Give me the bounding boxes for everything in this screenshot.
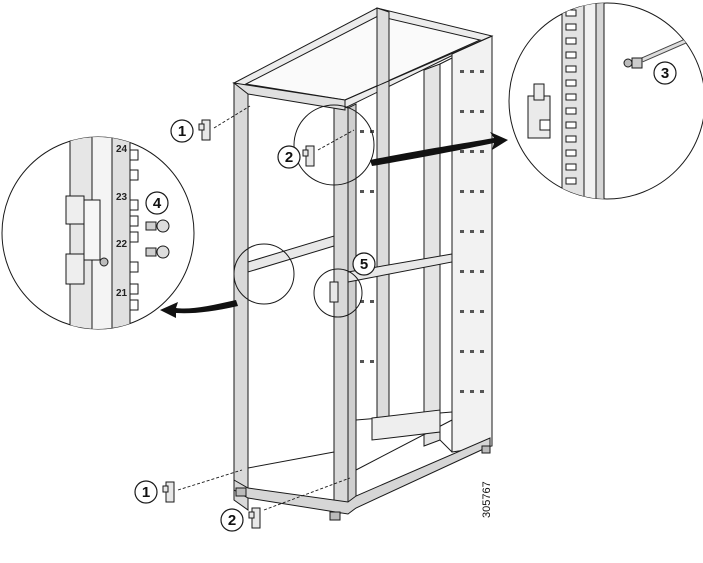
arrow-to-detail-right	[370, 132, 508, 166]
bracket-icon-top-left	[198, 119, 211, 141]
bracket-icon-top-mid	[302, 145, 315, 167]
svg-text:3: 3	[661, 65, 669, 82]
svg-text:2: 2	[285, 149, 293, 166]
callout-4: 4	[145, 191, 169, 215]
rail-number-24: 24	[116, 144, 128, 155]
callout-5: 5	[352, 252, 376, 276]
svg-text:1: 1	[178, 123, 186, 140]
bracket-icon-bottom-left	[162, 481, 175, 503]
bracket-icon-bottom-mid	[248, 507, 261, 529]
detail-view-left: 24 23 22 21	[1, 136, 195, 330]
rail-number-23: 23	[116, 192, 128, 203]
detail-view-right	[508, 2, 703, 200]
svg-text:1: 1	[142, 484, 150, 501]
rack-foot	[329, 511, 341, 521]
bracket-icon-middle	[329, 281, 339, 303]
rack-cabinet	[232, 7, 494, 521]
rack-side-panel	[451, 35, 493, 453]
arrow-to-detail-left	[160, 300, 238, 318]
rack-front-left-post	[233, 82, 249, 511]
rail-number-21: 21	[116, 288, 128, 299]
figure-id-label: 305767	[481, 481, 493, 518]
rack-foot	[481, 445, 491, 454]
svg-text:4: 4	[153, 195, 162, 212]
svg-text:5: 5	[360, 256, 368, 273]
zoom-circle-middle	[313, 268, 363, 318]
callout-1-top: 1	[170, 119, 194, 143]
zoom-highlight-circles	[233, 104, 375, 318]
rack-front-right-post	[333, 103, 349, 515]
callout-3: 3	[653, 61, 677, 85]
svg-text:2: 2	[228, 512, 236, 529]
zoom-circle-left	[233, 243, 295, 305]
callout-1-bottom: 1	[134, 480, 158, 504]
callout-2-top: 2	[277, 145, 301, 169]
rack-foot	[235, 487, 247, 497]
rail-number-22: 22	[116, 239, 128, 250]
callout-2-bottom: 2	[220, 508, 244, 532]
zoom-circle-top	[293, 104, 375, 186]
